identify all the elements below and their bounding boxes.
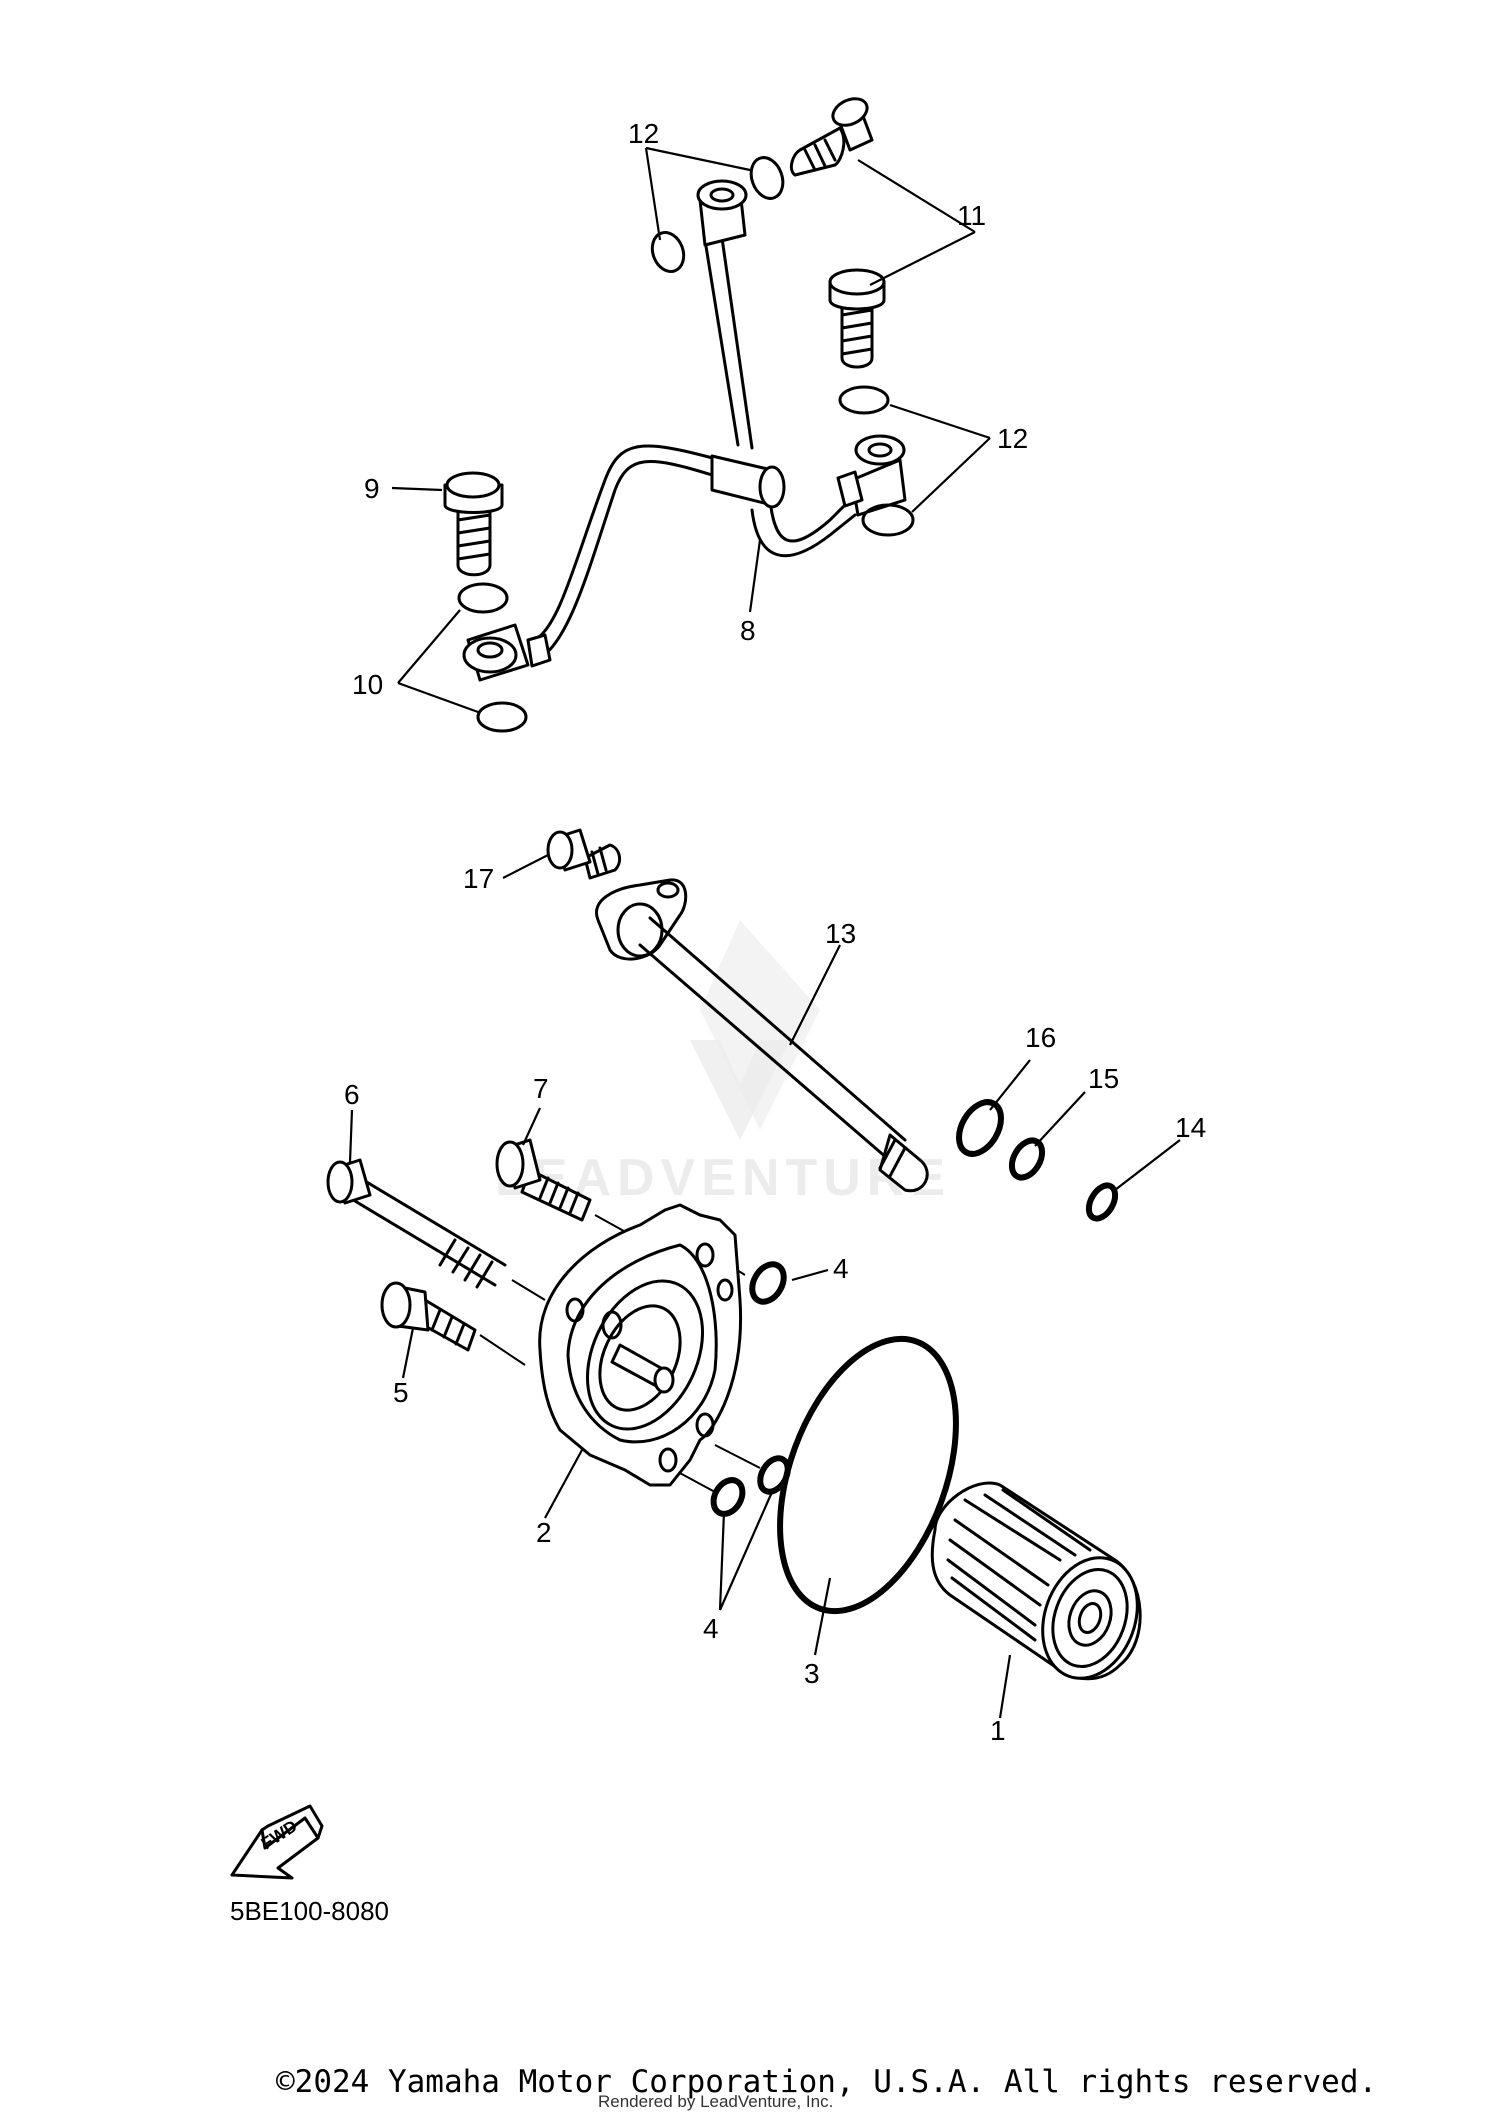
copper-washers (457, 156, 915, 733)
o-ring-3 (777, 1335, 959, 1615)
union-bolt-11-lower (828, 268, 886, 369)
union-bolt-9 (443, 471, 504, 577)
o-ring-15 (1008, 1137, 1046, 1181)
fwd-arrow: FWD (230, 1804, 324, 1880)
callout-9: 9 (364, 473, 380, 504)
oil-filter-cover-2 (538, 1203, 743, 1487)
callout-12-mid: 12 (997, 423, 1028, 454)
callout-4-lower: 4 (703, 1613, 719, 1644)
oil-pipe-13 (595, 878, 929, 1193)
rendered-by-notice: Rendered by LeadVenture, Inc. (598, 2092, 834, 2111)
callout-14: 14 (1175, 1112, 1206, 1143)
callout-4-upper: 4 (833, 1253, 849, 1284)
callout-13: 13 (825, 918, 856, 949)
callout-10: 10 (352, 669, 383, 700)
callout-6: 6 (344, 1079, 360, 1110)
bolt-17 (546, 828, 622, 880)
callout-numbers: 12 11 12 9 10 8 17 13 16 15 14 6 7 4 5 2… (344, 118, 1206, 1746)
bolt-5 (380, 1281, 477, 1352)
leader-lines (348, 146, 1181, 1719)
washer-12-mid (838, 385, 890, 415)
copyright-notice: ©2024 Yamaha Motor Corporation, U.S.A. A… (276, 2064, 1378, 2100)
callout-3: 3 (804, 1658, 820, 1689)
callout-16: 16 (1025, 1022, 1056, 1053)
washer-10-lower (476, 701, 528, 733)
callout-17: 17 (463, 863, 494, 894)
callout-2: 2 (536, 1517, 552, 1548)
callout-7: 7 (533, 1073, 549, 1104)
o-ring-4-lower-left (710, 1477, 746, 1517)
callout-11: 11 (957, 200, 986, 231)
washer-12-top-right (749, 156, 785, 200)
diagram-code: 5BE100-8080 (230, 1896, 390, 1926)
callout-15: 15 (1088, 1063, 1119, 1094)
o-ring-14 (1085, 1182, 1119, 1222)
union-bolt-11-upper (789, 97, 874, 177)
washer-12-top-left (650, 231, 686, 273)
oil-delivery-pipe (462, 179, 907, 682)
callout-1: 1 (990, 1715, 1006, 1746)
callout-5: 5 (393, 1377, 409, 1408)
callout-12-top: 12 (628, 118, 659, 149)
bolt-7 (495, 1138, 592, 1222)
callout-8: 8 (740, 615, 756, 646)
oil-filter-1 (930, 1481, 1142, 1681)
washer-10-upper (457, 582, 509, 614)
o-ring-16 (956, 1099, 1004, 1157)
washer-12-low (861, 503, 915, 537)
o-ring-4-upper (749, 1261, 787, 1305)
bolt-6 (326, 1158, 507, 1289)
